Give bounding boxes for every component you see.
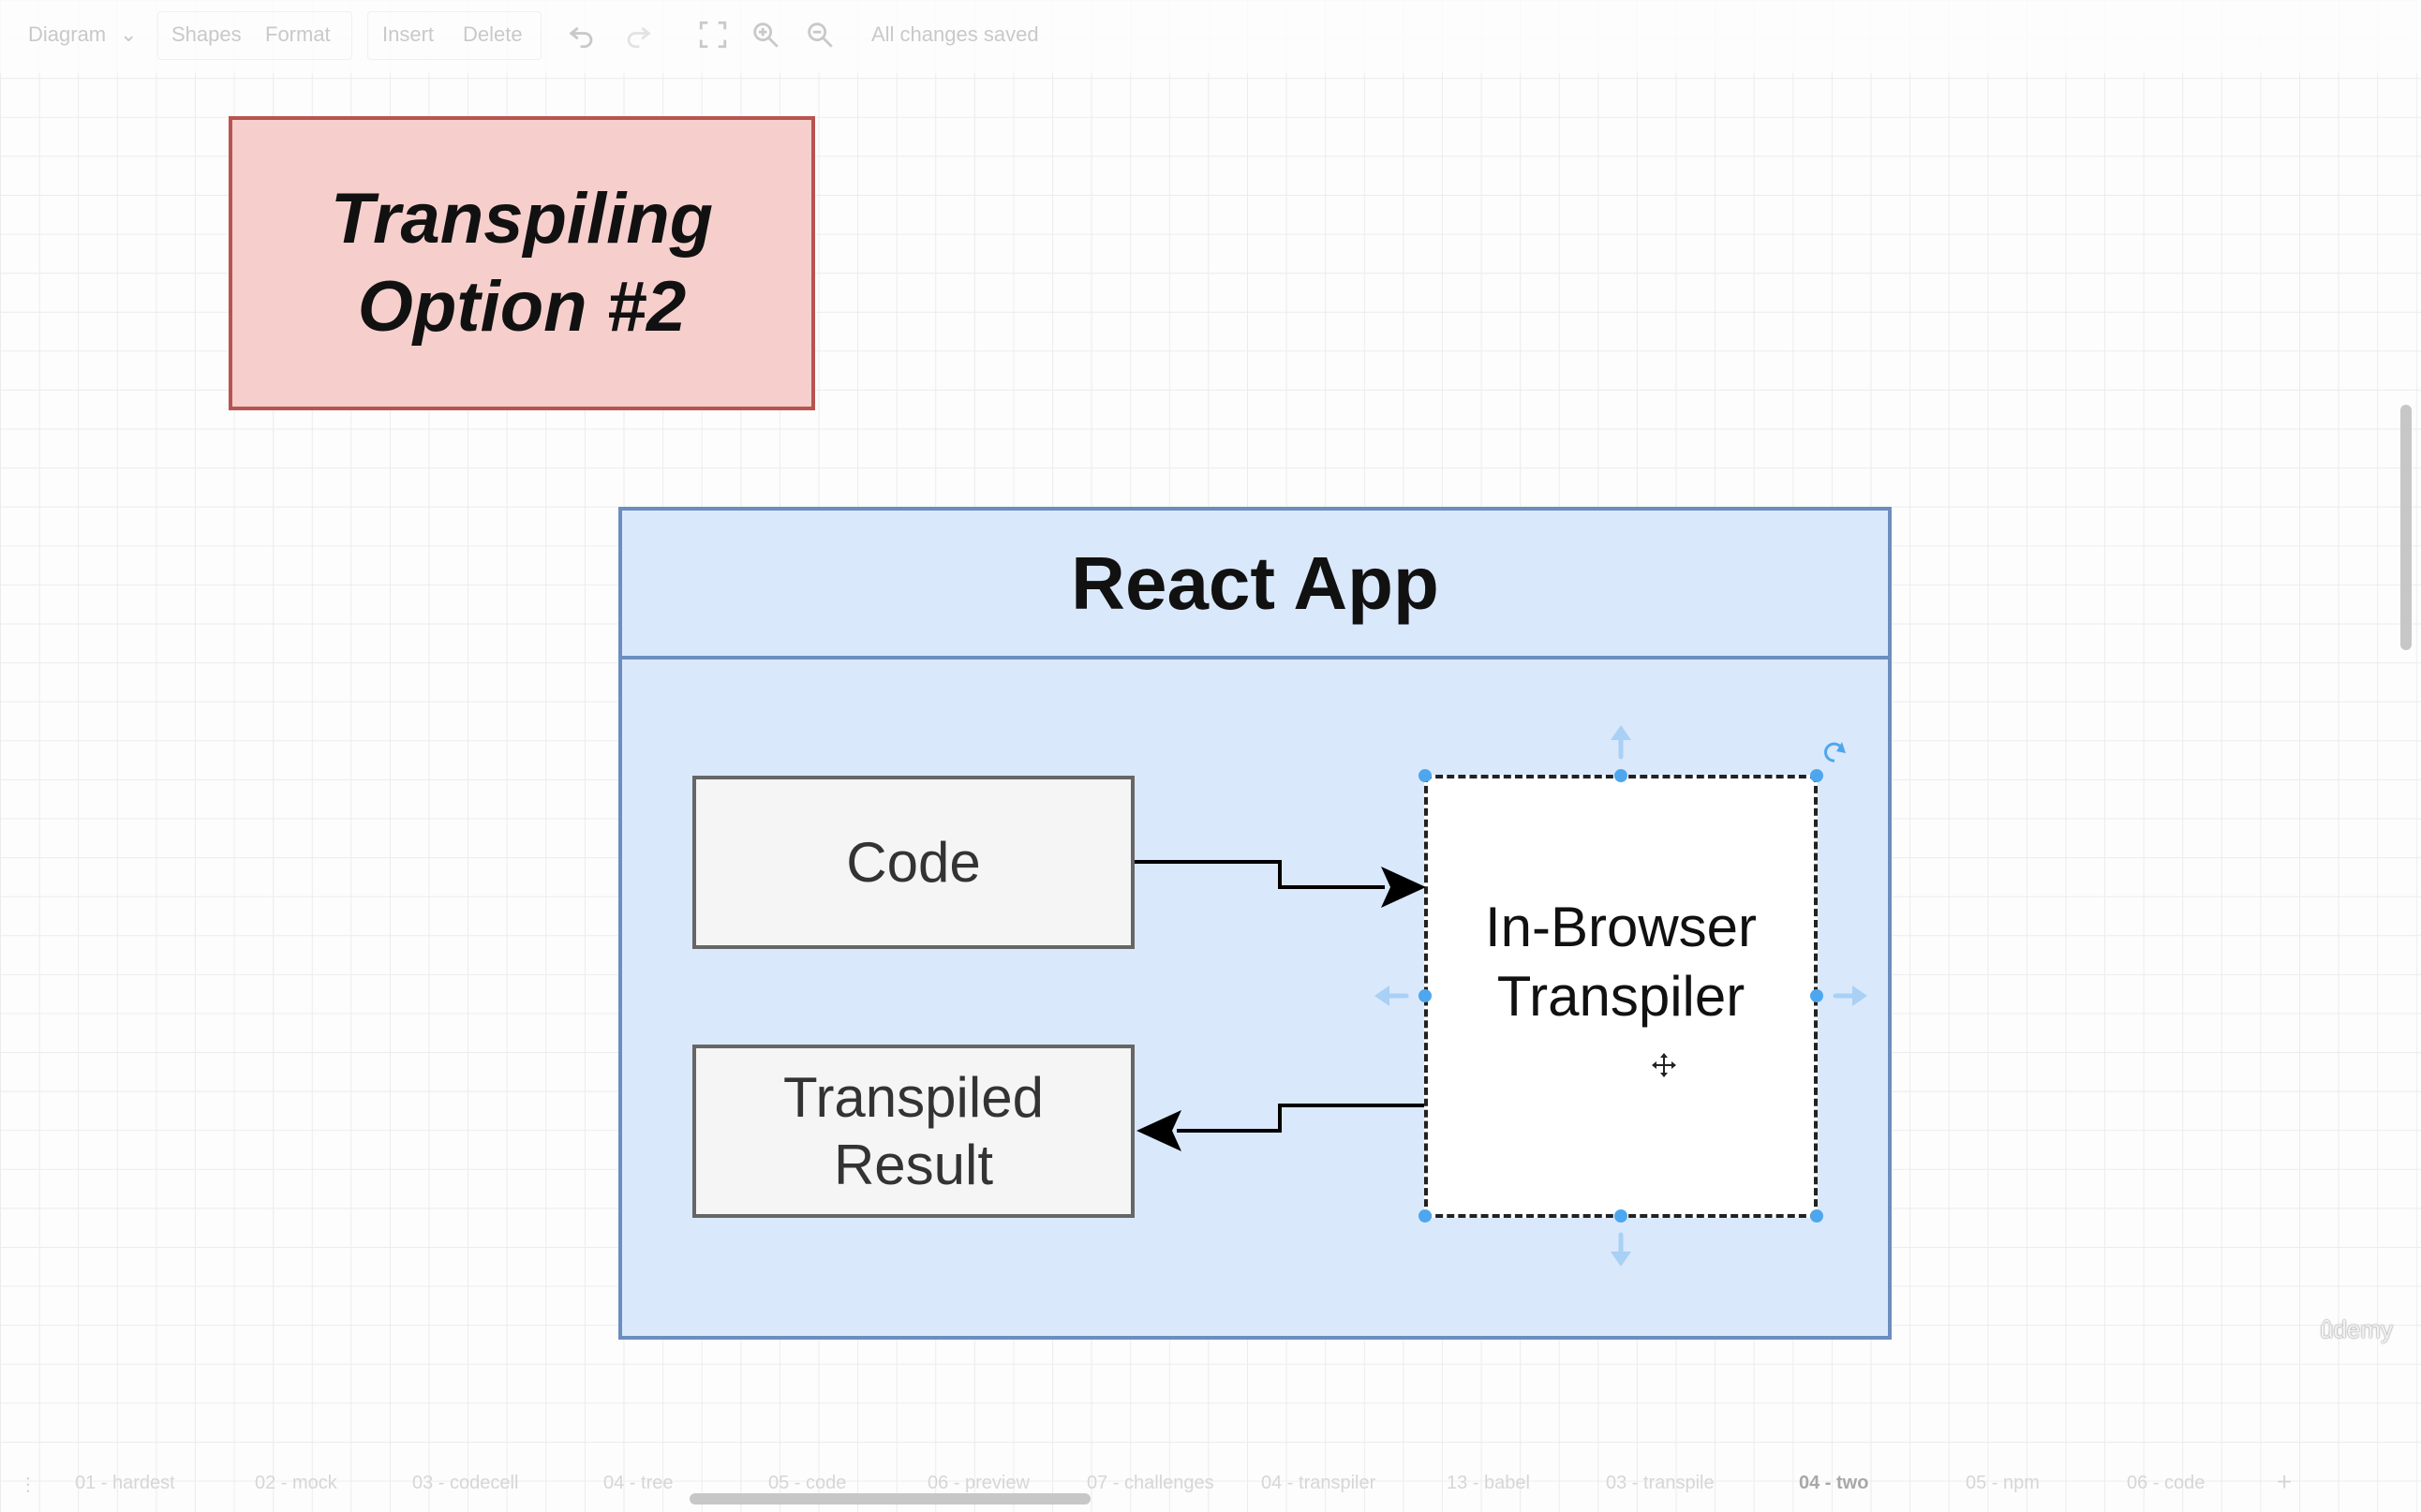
page-tab[interactable]: 05 - npm — [1966, 1473, 2040, 1493]
connector-transpiler-to-result[interactable] — [1136, 1104, 1424, 1151]
page-tab[interactable]: 03 - codecell — [412, 1473, 519, 1493]
horizontal-scrollbar[interactable] — [690, 1493, 1091, 1505]
in-browser-transpiler-node[interactable]: In-Browser Transpiler — [1424, 775, 1818, 1218]
container-header: React App — [622, 511, 1888, 660]
page-tabs: ⋮ 01 - hardest 02 - mock 03 - codecell 0… — [0, 1465, 2421, 1503]
page-tab[interactable]: 04 - transpiler — [1261, 1473, 1376, 1493]
panel-toggle-group — [157, 11, 352, 60]
transpiled-result-node[interactable]: Transpiled Result — [692, 1045, 1135, 1218]
direction-arrow-right-icon[interactable] — [1833, 986, 1867, 1006]
direction-arrow-left-icon[interactable] — [1374, 986, 1409, 1006]
rotate-icon[interactable] — [1824, 742, 1846, 763]
diagram-menu[interactable]: Diagram — [28, 22, 107, 46]
udemy-watermark: ûdemy — [2320, 1315, 2394, 1343]
page-tab[interactable]: 05 - code — [768, 1473, 847, 1493]
add-page-icon[interactable]: + — [2277, 1467, 2293, 1496]
shapes-button[interactable]: Shapes — [171, 22, 242, 46]
format-button[interactable]: Format — [265, 22, 331, 46]
redo-icon[interactable] — [622, 19, 654, 51]
vertical-scrollbar[interactable] — [2400, 405, 2412, 650]
zoom-in-icon[interactable] — [750, 19, 781, 51]
edit-group — [367, 11, 542, 60]
undo-icon[interactable] — [566, 19, 598, 51]
chevron-down-icon: ⌄ — [120, 22, 138, 46]
page-tab[interactable]: 13 - babel — [1447, 1473, 1530, 1493]
toolbar: Diagram ⌄ Shapes Format Insert Delete Al… — [0, 0, 2421, 73]
page-tab[interactable]: 06 - preview — [928, 1473, 1030, 1493]
page-tab[interactable]: 04 - tree — [603, 1473, 674, 1493]
code-node-label: Code — [846, 830, 981, 894]
page-tab[interactable]: 07 - challenges — [1087, 1473, 1214, 1493]
page-tab[interactable]: 06 - code — [2127, 1473, 2206, 1493]
more-icon[interactable]: ⋮ — [19, 1475, 37, 1495]
move-cursor-icon — [1652, 1053, 1676, 1077]
page-tab-active[interactable]: 04 - two — [1799, 1473, 1869, 1493]
insert-button[interactable]: Insert — [382, 22, 435, 46]
page-tab[interactable]: 03 - transpile — [1606, 1473, 1715, 1493]
direction-arrow-up-icon[interactable] — [1611, 725, 1631, 760]
title-text: Transpiling Option #2 — [330, 179, 714, 347]
title-shape[interactable]: Transpiling Option #2 — [229, 116, 815, 410]
in-browser-transpiler-label: In-Browser Transpiler — [1484, 895, 1758, 1028]
delete-button[interactable]: Delete — [463, 22, 523, 46]
transpiled-result-label: Transpiled Result — [783, 1065, 1044, 1196]
save-status: All changes saved — [871, 22, 1039, 46]
code-node[interactable]: Code — [692, 776, 1135, 949]
selection-handles[interactable] — [1418, 769, 1823, 1223]
zoom-out-icon[interactable] — [804, 19, 836, 51]
page-tab[interactable]: 02 - mock — [255, 1473, 337, 1493]
page-tab[interactable]: 01 - hardest — [75, 1473, 175, 1493]
connector-code-to-transpiler[interactable] — [1135, 860, 1426, 908]
fullscreen-icon[interactable] — [697, 19, 729, 51]
direction-arrow-down-icon[interactable] — [1611, 1232, 1631, 1267]
